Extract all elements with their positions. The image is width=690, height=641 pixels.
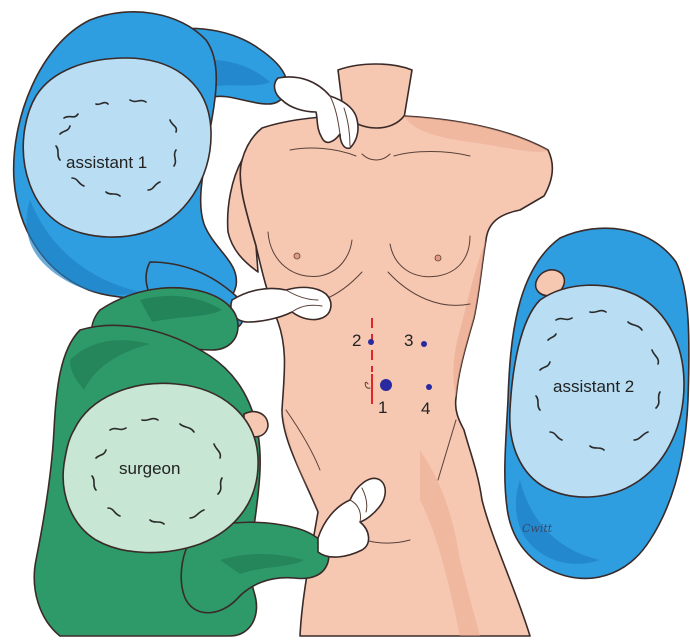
nipple-right [435, 255, 441, 261]
assistant-1-lower-glove [231, 287, 331, 322]
surgeon-label: surgeon [119, 459, 180, 478]
port-1-marker [380, 379, 392, 391]
port-2-label: 2 [352, 331, 361, 350]
port-4-label: 4 [421, 399, 430, 418]
assistant-1-label: assistant 1 [66, 153, 147, 172]
nipple-left [294, 253, 300, 259]
assistant-1-lower-glove-shape [231, 287, 331, 322]
port-2-marker [368, 339, 374, 345]
port-4-marker [426, 384, 432, 390]
artist-signature: Cwitt [522, 522, 553, 535]
assistant-2-figure: assistant 2 Cwitt [505, 228, 689, 578]
port-3-marker [421, 341, 427, 347]
port-3-label: 3 [404, 331, 413, 350]
assistant-2-label: assistant 2 [553, 377, 634, 396]
port-1-label: 1 [378, 398, 387, 417]
